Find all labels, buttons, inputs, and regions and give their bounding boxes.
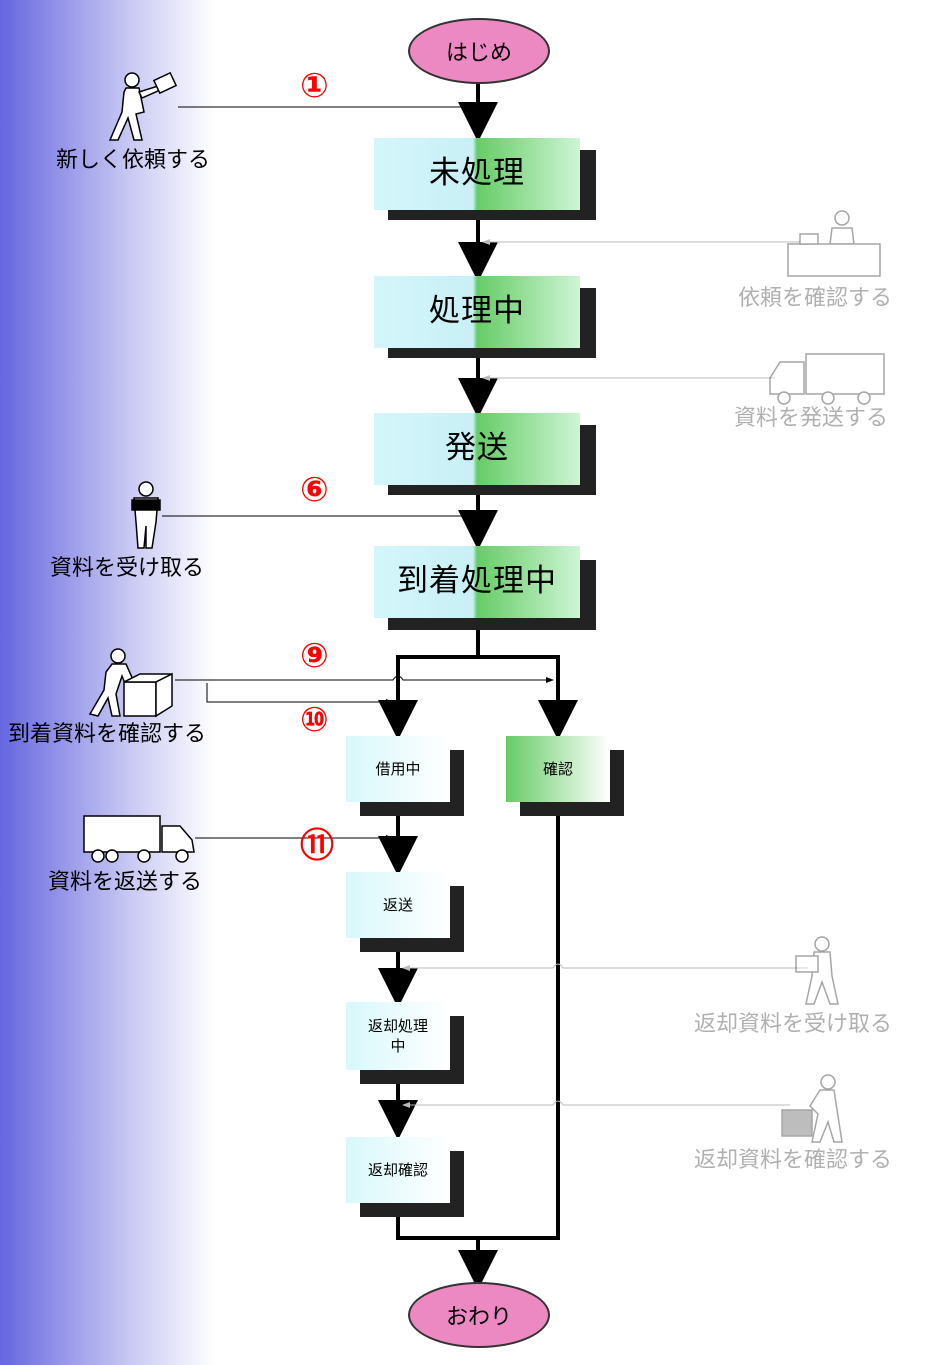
end-node: おわり — [408, 1282, 550, 1348]
action-confirm-request: 依頼を確認する — [738, 286, 893, 311]
flow-tochaku-kakunin — [478, 655, 578, 740]
faded-truck-icon — [769, 353, 885, 405]
person-receiving-icon — [131, 481, 161, 549]
flow-tochaku-shakuyo — [378, 627, 480, 740]
state-henkyaku-shori-label: 返却処理中 — [367, 1016, 428, 1055]
person-receiving-return-icon — [795, 936, 839, 1005]
state-shakuyo: 借用中 — [346, 736, 450, 802]
state-hasso: 発送 — [374, 413, 580, 485]
step-number-6: ⑥ — [300, 470, 329, 510]
action-confirm-return: 返却資料を確認する — [694, 1148, 893, 1173]
state-henkyaku-kakunin: 返却確認 — [346, 1137, 450, 1203]
state-henso: 返送 — [346, 872, 450, 938]
truck-icon — [83, 815, 195, 863]
person-sending-letter-icon — [108, 71, 178, 141]
state-shorichu: 処理中 — [374, 276, 580, 348]
action-confirm-arrival: 到着資料を確認する — [8, 722, 207, 747]
person-at-desk-icon — [787, 210, 881, 277]
action-return-send: 資料を返送する — [48, 870, 203, 895]
state-kakunin: 確認 — [506, 736, 610, 802]
person-opening-box-icon — [88, 648, 173, 718]
state-henkyaku-shori: 返却処理中 — [346, 1002, 450, 1070]
flow-kakunin-end — [478, 815, 560, 1240]
state-tochaku: 到着処理中 — [374, 546, 580, 618]
state-mishori: 未処理 — [374, 138, 580, 210]
step-number-10: ⑩ — [300, 700, 329, 740]
step-number-9: ⑨ — [300, 636, 329, 676]
action-ship: 資料を発送する — [734, 406, 889, 431]
action-receive-return: 返却資料を受け取る — [694, 1012, 893, 1037]
action-receive: 資料を受け取る — [50, 556, 205, 581]
flow-henkyaku-end — [396, 1215, 478, 1240]
person-checking-return-icon — [781, 1074, 843, 1143]
start-node: はじめ — [408, 18, 550, 84]
step-number-11: ⑪ — [300, 826, 334, 866]
action-new-request: 新しく依頼する — [56, 148, 211, 173]
step-number-1: ① — [300, 66, 329, 106]
